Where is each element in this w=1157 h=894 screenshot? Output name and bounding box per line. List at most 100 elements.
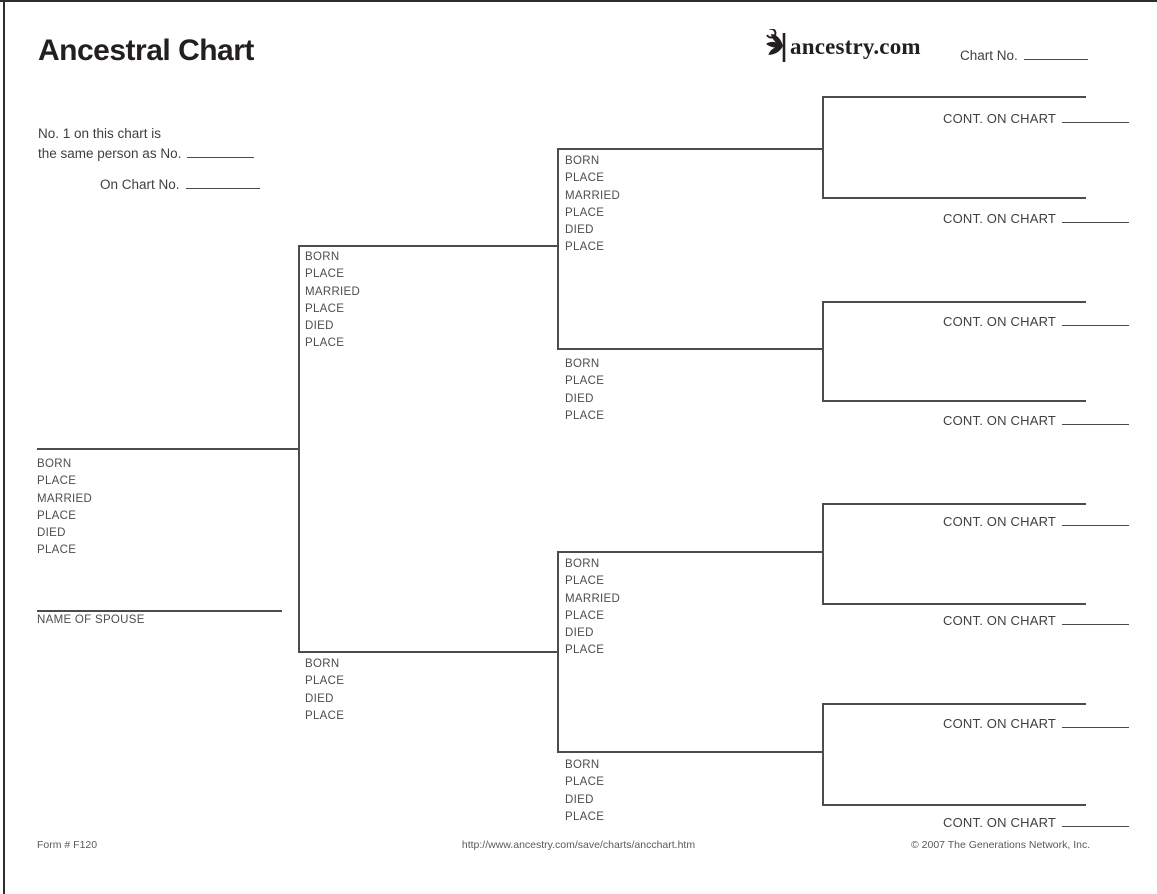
paternal-grandparents-connector-line <box>557 148 559 349</box>
paternal-grandmother-name-line <box>557 348 823 350</box>
chart-no-blank-line <box>1023 46 1088 60</box>
great-grandparent-8-name-line <box>822 804 1086 806</box>
reference-note-line1: No. 1 on this chart is <box>38 126 162 141</box>
field-label: PLACE <box>305 268 345 281</box>
maternal-grandmother-field-labels: BORN PLACE DIED PLACE <box>565 757 604 826</box>
footer-url: http://www.ancestry.com/save/charts/ancc… <box>461 839 696 851</box>
field-label: PLACE <box>565 172 605 185</box>
great-grandparent-3-name-line <box>822 301 1086 303</box>
ancestry-logo: ancestry.com <box>754 29 921 65</box>
page-title: Ancestral Chart <box>38 34 254 67</box>
cont-on-chart-label-8: CONT. ON CHART <box>943 813 1130 830</box>
field-label: PLACE <box>37 509 77 522</box>
field-label: DIED <box>305 320 334 333</box>
cont-chart-blank-line <box>1062 512 1130 526</box>
great-grandparent-7-name-line <box>822 703 1086 705</box>
field-label: DIED <box>565 392 594 405</box>
ancestry-logo-text: ancestry.com <box>790 34 921 59</box>
cont-chart-blank-line <box>1062 611 1130 625</box>
field-label: PLACE <box>305 709 345 722</box>
field-label: BORN <box>305 658 340 670</box>
father-name-line <box>298 245 559 247</box>
field-label: PLACE <box>565 810 605 823</box>
spouse-name-line <box>37 610 282 612</box>
paternal-grandfather-field-labels: BORN PLACE MARRIED PLACE DIED PLACE <box>565 153 620 257</box>
cont-chart-blank-line <box>1062 312 1130 326</box>
great-grandparent-2-name-line <box>822 197 1086 199</box>
field-label: DIED <box>305 692 334 705</box>
field-label: PLACE <box>305 675 345 688</box>
field-label: MARRIED <box>565 592 621 605</box>
on-chart-no-label: On Chart No. <box>100 177 180 192</box>
field-label: PLACE <box>565 375 605 388</box>
field-label: DIED <box>565 224 594 237</box>
person1-name-line <box>37 448 299 450</box>
maternal-grandparents-connector-line <box>557 551 559 752</box>
field-label: PLACE <box>565 609 605 622</box>
cont-on-chart-label-3: CONT. ON CHART <box>943 312 1130 329</box>
field-label: BORN <box>305 251 340 263</box>
cont-on-chart-text: CONT. ON CHART <box>943 413 1057 428</box>
reference-note-line3: On Chart No. <box>100 175 260 192</box>
cont-on-chart-label-1: CONT. ON CHART <box>943 109 1130 126</box>
cont-on-chart-label-4: CONT. ON CHART <box>943 411 1130 428</box>
cont-chart-blank-line <box>1062 813 1130 827</box>
maternal-grandfather-field-labels: BORN PLACE MARRIED PLACE DIED PLACE <box>565 556 620 660</box>
field-label: PLACE <box>565 206 605 219</box>
field-label: PLACE <box>565 575 605 588</box>
name-of-spouse-label: NAME OF SPOUSE <box>37 614 145 626</box>
mother-field-labels: BORN PLACE DIED PLACE <box>305 656 344 725</box>
field-label: BORN <box>565 759 600 771</box>
page-top-border <box>0 0 1157 2</box>
field-label: PLACE <box>565 776 605 789</box>
field-label: PLACE <box>565 409 605 422</box>
cont-on-chart-text: CONT. ON CHART <box>943 211 1057 226</box>
field-label: DIED <box>565 793 594 806</box>
cont-on-chart-text: CONT. ON CHART <box>943 716 1057 731</box>
great-grandparent-1-name-line <box>822 96 1086 98</box>
great-grandparent-5-name-line <box>822 503 1086 505</box>
same-person-label: the same person as No. <box>38 146 182 161</box>
field-label: BORN <box>565 155 600 167</box>
field-label: BORN <box>37 458 72 470</box>
field-label: BORN <box>565 558 600 570</box>
chart-no-label: Chart No. <box>960 48 1018 63</box>
great-grandparents-pair1-connector-line <box>822 96 824 198</box>
maternal-grandmother-name-line <box>557 751 823 753</box>
parents-connector-line <box>298 245 300 652</box>
field-label: MARRIED <box>305 285 361 298</box>
field-label: PLACE <box>305 337 345 350</box>
field-label: PLACE <box>37 475 77 488</box>
field-label: BORN <box>565 358 600 370</box>
field-label: PLACE <box>565 644 605 657</box>
field-label: PLACE <box>565 241 605 254</box>
cont-on-chart-text: CONT. ON CHART <box>943 314 1057 329</box>
great-grandparents-pair2-connector-line <box>822 301 824 401</box>
cont-on-chart-label-6: CONT. ON CHART <box>943 611 1130 628</box>
cont-on-chart-text: CONT. ON CHART <box>943 111 1057 126</box>
chart-no-field: Chart No. <box>960 46 1088 63</box>
field-label: DIED <box>565 627 594 640</box>
maternal-grandfather-name-line <box>557 551 823 553</box>
same-person-blank-line <box>187 144 255 158</box>
field-label: MARRIED <box>565 189 621 202</box>
cont-chart-blank-line <box>1062 714 1130 728</box>
field-label: PLACE <box>37 544 77 557</box>
cont-on-chart-label-2: CONT. ON CHART <box>943 209 1130 226</box>
on-chart-no-blank-line <box>185 175 260 189</box>
great-grandparents-pair4-connector-line <box>822 703 824 805</box>
field-label: PLACE <box>305 302 345 315</box>
paternal-grandmother-field-labels: BORN PLACE DIED PLACE <box>565 356 604 425</box>
great-grandparents-pair3-connector-line <box>822 503 824 604</box>
cont-chart-blank-line <box>1062 411 1130 425</box>
person1-field-labels: BORN PLACE MARRIED PLACE DIED PLACE <box>37 456 92 560</box>
great-grandparent-6-name-line <box>822 603 1086 605</box>
cont-on-chart-label-7: CONT. ON CHART <box>943 714 1130 731</box>
cont-on-chart-label-5: CONT. ON CHART <box>943 512 1130 529</box>
cont-on-chart-text: CONT. ON CHART <box>943 514 1057 529</box>
ancestry-leaf-icon <box>754 29 792 65</box>
field-label: MARRIED <box>37 492 93 505</box>
field-label: DIED <box>37 527 66 540</box>
cont-chart-blank-line <box>1062 209 1130 223</box>
